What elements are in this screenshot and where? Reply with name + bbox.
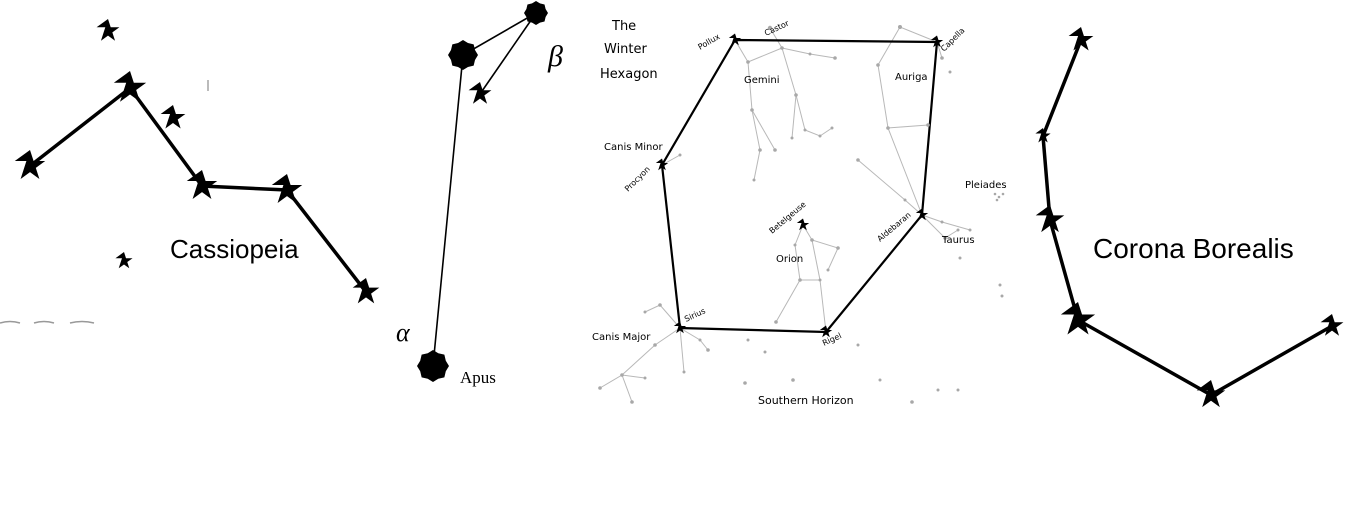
corona-borealis-panel: Corona Borealis <box>1035 27 1344 408</box>
betelgeuse-label: Betelgeuse <box>768 200 808 236</box>
faint-star-dots <box>598 25 1005 404</box>
svg-text:The: The <box>611 19 636 34</box>
procyon-label: Procyon <box>623 165 652 194</box>
canis-major-label: Canis Major <box>592 332 651 343</box>
apus-star <box>524 1 548 25</box>
cassiopeia-label: Cassiopeia <box>170 234 299 264</box>
betelgeuse-star <box>796 218 810 231</box>
apus-star <box>468 82 492 104</box>
apus-alpha-star <box>417 350 449 382</box>
pleiades-label: Pleiades <box>965 180 1007 191</box>
constellation-labels: Gemini Auriga Canis Minor Pleiades Tauru… <box>592 72 1007 407</box>
corona-borealis-star <box>1196 380 1226 408</box>
beta-label: β <box>547 40 563 73</box>
aldebaran-label: Aldebaran <box>876 210 913 243</box>
gemini-label: Gemini <box>744 75 780 86</box>
southern-horizon-label: Southern Horizon <box>758 394 854 407</box>
castor-label: Castor <box>763 18 791 37</box>
background-star <box>160 105 186 129</box>
winter-hexagon-panel: The Winter Hexagon Pollux Castor Capella… <box>592 18 1007 407</box>
corona-borealis-star <box>1035 205 1065 233</box>
apus-label: Apus <box>460 368 496 387</box>
apus-star <box>448 40 478 70</box>
svg-text:Winter: Winter <box>604 42 648 57</box>
pollux-label: Pollux <box>697 32 722 52</box>
background-star <box>115 252 133 269</box>
sirius-label: Sirius <box>683 306 707 323</box>
winter-hexagon-title: The Winter Hexagon <box>600 19 658 82</box>
cassiopeia-star <box>14 150 46 179</box>
taurus-label: Taurus <box>941 235 975 246</box>
canis-minor-label: Canis Minor <box>604 142 663 153</box>
apus-panel: β α Apus <box>396 1 563 387</box>
corona-borealis-star <box>1068 27 1094 51</box>
background-star <box>96 19 120 41</box>
winter-hexagon-outline <box>660 38 939 334</box>
hexagon-star-labels: Pollux Castor Capella Procyon Betelgeuse… <box>623 18 967 347</box>
decorative-dashes <box>0 320 95 324</box>
svg-text:Hexagon: Hexagon <box>600 67 658 82</box>
orion-label: Orion <box>776 254 803 265</box>
cassiopeia-panel: Cassiopeia <box>0 19 380 324</box>
apus-lines <box>432 12 537 367</box>
alpha-label: α <box>396 318 411 347</box>
corona-borealis-lines <box>1041 38 1334 398</box>
auriga-label: Auriga <box>895 72 928 83</box>
capella-label: Capella <box>939 26 967 54</box>
corona-borealis-star <box>1060 302 1096 335</box>
corona-borealis-label: Corona Borealis <box>1093 233 1294 264</box>
aldebaran-star <box>915 208 929 221</box>
